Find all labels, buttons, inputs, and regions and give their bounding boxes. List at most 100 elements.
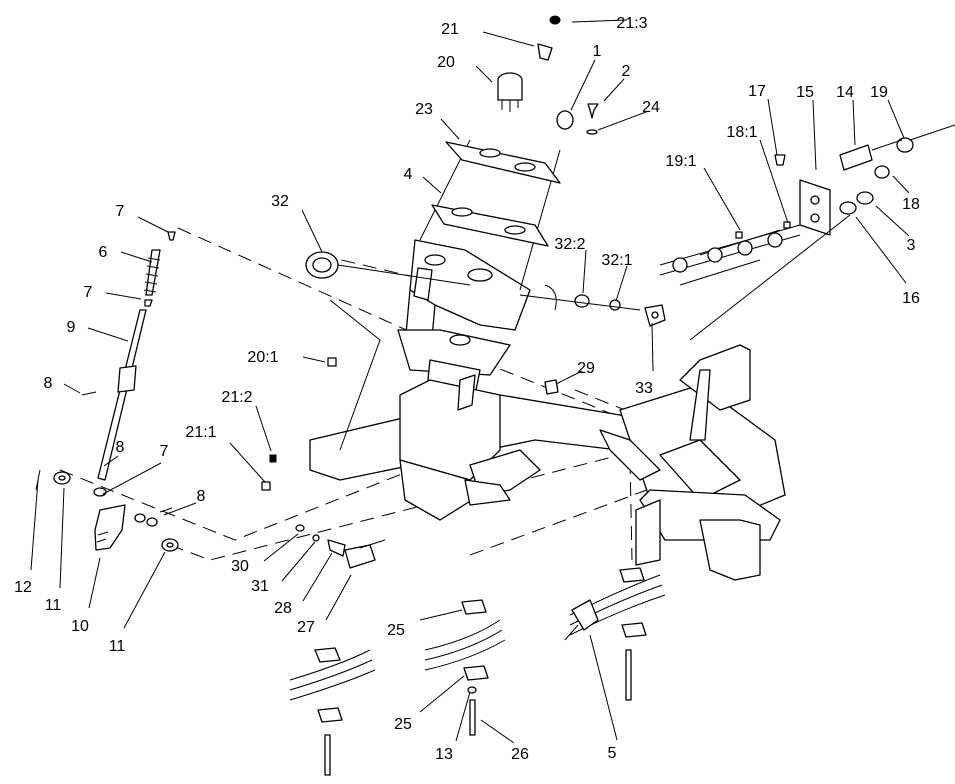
callout-leader: [419, 609, 463, 621]
callout-leader: [455, 691, 471, 742]
callout-label: 17: [748, 83, 766, 100]
callout-leader: [30, 479, 39, 571]
callout-label: 6: [99, 244, 108, 261]
callout-label: 18: [902, 196, 920, 213]
callout-leaders: [30, 19, 910, 744]
plate-23: [445, 141, 561, 184]
callout-label: 32:2: [554, 236, 585, 253]
hour-meter: [305, 251, 471, 286]
callout-leader: [570, 59, 596, 111]
callout-label: 7: [160, 443, 169, 460]
callout-leader: [589, 634, 618, 741]
callout-label: 29: [577, 360, 595, 377]
callout-leader: [482, 31, 535, 47]
callout-label: 33: [635, 380, 653, 397]
callout-leader: [440, 118, 460, 140]
callout-leader: [137, 216, 169, 233]
callout-leader: [120, 251, 153, 263]
callout-leader: [422, 176, 442, 194]
callout-leader: [582, 249, 587, 294]
callout-label: 30: [231, 558, 249, 575]
callout-label: 14: [836, 84, 854, 101]
callout-label: 21:1: [185, 424, 216, 441]
callout-label: 3: [907, 237, 916, 254]
callout-label: 16: [902, 290, 920, 307]
callout-label: 10: [71, 618, 89, 635]
callout-label: 25: [387, 622, 405, 639]
harness-parts: [519, 284, 666, 327]
control-tower: [329, 139, 561, 521]
callout-leader: [852, 99, 856, 146]
callout-label: 4: [404, 166, 413, 183]
callout-leader: [263, 533, 299, 562]
callout-leader: [87, 327, 129, 342]
callout-leader: [59, 487, 65, 589]
callout-label: 32: [271, 193, 289, 210]
callout-label: 28: [274, 600, 292, 617]
callout-label: 19: [870, 84, 888, 101]
callout-leader: [63, 383, 81, 394]
callout-leader: [812, 99, 817, 171]
callout-leader: [302, 552, 333, 602]
lever-knob: [556, 110, 574, 130]
rail-mounts: [289, 567, 666, 776]
callout-label: 32:1: [601, 252, 632, 269]
callout-leader: [703, 167, 741, 231]
callout-leader: [887, 99, 905, 139]
callout-label: 8: [197, 488, 206, 505]
callout-leader: [892, 175, 910, 194]
callout-leader: [301, 209, 323, 253]
callout-leader: [103, 455, 119, 467]
callout-leader: [419, 675, 465, 713]
callout-label: 5: [608, 745, 617, 762]
callout-leader: [615, 265, 628, 302]
fuel-line-assembly: [659, 124, 955, 341]
callout-label: 8: [44, 375, 53, 392]
callout-leader: [875, 205, 910, 237]
callout-label: 11: [109, 638, 126, 655]
callout-leader: [123, 551, 166, 629]
callout-label: 21:3: [616, 15, 647, 32]
callout-label: 23: [415, 101, 433, 118]
callout-leader: [855, 216, 907, 284]
callout-leader: [603, 78, 625, 102]
callout-label: 24: [642, 99, 660, 116]
throttle-linkage: [35, 231, 179, 552]
callout-leader: [759, 139, 789, 224]
callout-label: 13: [435, 746, 453, 763]
alignment-lines: [59, 227, 701, 561]
callout-label: 20: [437, 54, 455, 71]
callout-leader: [480, 719, 515, 744]
callout-label: 15: [796, 84, 814, 101]
callout-leader: [571, 19, 628, 23]
callout-label: 21: [441, 21, 459, 38]
callout-label: 7: [116, 203, 125, 220]
callout-label: 2: [622, 63, 631, 80]
callout-label: 18:1: [726, 124, 757, 141]
callout-leader: [302, 356, 326, 363]
plate-4: [431, 204, 549, 247]
callout-leader: [555, 370, 583, 385]
callout-label: 25: [394, 716, 412, 733]
ignition-switch: [497, 72, 523, 112]
frame-chassis: [309, 344, 786, 581]
callout-leader: [475, 65, 493, 83]
callout-leader: [88, 557, 101, 609]
callout-leader: [597, 111, 647, 131]
callout-label: 31: [251, 578, 269, 595]
callout-leader: [325, 574, 352, 621]
callout-leader: [767, 98, 778, 156]
callout-leader: [163, 502, 197, 516]
callout-label: 8: [116, 439, 125, 456]
callout-label: 27: [297, 619, 315, 636]
callout-leader: [105, 292, 142, 300]
light-bulb-21: [537, 15, 561, 61]
callout-leader: [255, 405, 272, 452]
callout-label: 9: [67, 319, 76, 336]
callout-label: 19:1: [665, 153, 696, 170]
callout-label: 12: [14, 579, 32, 596]
callout-label: 21:2: [221, 389, 252, 406]
callout-label: 7: [84, 284, 93, 301]
